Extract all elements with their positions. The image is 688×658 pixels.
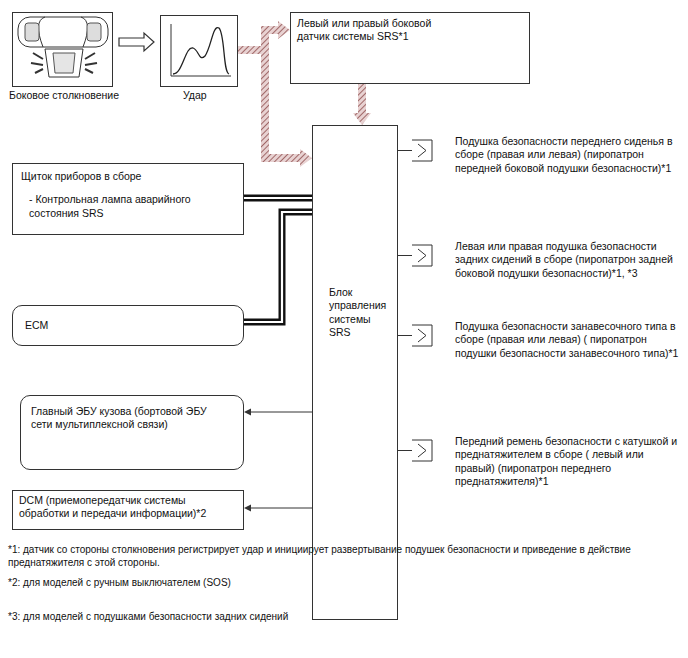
collision-illustration: Боковое столкновение: [12, 12, 113, 87]
connector: [398, 335, 412, 336]
hollow-arrow: [119, 33, 154, 51]
footnote: *2: для моделей с ручным выключателем (S…: [8, 576, 668, 589]
node-text: Левый или правый боковой датчик системы …: [291, 13, 453, 48]
impact-graph: Удар: [160, 15, 238, 87]
node-text: Левая или правая подушка безопасности за…: [455, 240, 682, 280]
wire: [250, 412, 312, 413]
squib-item: Левая или правая подушка безопасности за…: [412, 240, 682, 295]
dcm-box: DCM (приемопередатчик системы обработки …: [12, 490, 244, 530]
footnote: *3: для моделей с подушками безопасности…: [8, 610, 668, 623]
arrow-head: [300, 149, 312, 167]
node-text: Удар: [183, 89, 207, 102]
squib-symbol: [412, 320, 436, 348]
node-text: ECM: [13, 306, 243, 345]
connector: [398, 150, 412, 151]
connector: [244, 409, 312, 416]
wire: [398, 150, 412, 151]
node-text: Передний ремень безопасности с катушкой …: [455, 435, 682, 489]
hatched-arrow: [358, 84, 366, 114]
connector: [244, 212, 312, 322]
node-text: Боковое столкновение: [9, 89, 119, 102]
node-text: Подушка безопасности занавесочного типа …: [455, 320, 682, 360]
arrow-head: [278, 21, 290, 39]
wire: [250, 508, 312, 509]
arrow-head: [244, 505, 251, 512]
bus-line-inner: [244, 212, 312, 322]
connector: [119, 33, 154, 51]
connector: [398, 255, 412, 256]
cluster-box: Щиток приборов в сборе- Контрольная ламп…: [12, 163, 244, 235]
bus-line-inner: [244, 197, 312, 199]
connector: [238, 21, 290, 50]
squib-symbol: [412, 240, 436, 268]
node-text: Щиток приборов в сборе: [13, 164, 239, 183]
wire: [398, 450, 412, 451]
squib-symbol: [412, 435, 436, 463]
node-text: Главный ЭБУ кузова (бортовой ЭБУ сети му…: [21, 396, 221, 441]
wire: [398, 255, 412, 256]
connector: [244, 505, 312, 512]
bus-line: [244, 212, 312, 322]
arrow-head: [353, 113, 371, 125]
car-drawing: [13, 13, 112, 86]
connector: [353, 84, 371, 125]
arrow-head: [244, 409, 251, 416]
impact-curve: [161, 16, 237, 86]
squib-item: Передний ремень безопасности с катушкой …: [412, 435, 682, 490]
squib-symbol: [412, 135, 436, 163]
node-text: Подушка безопасности переднего сиденья в…: [455, 135, 682, 175]
sensor-box: Левый или правый боковой датчик системы …: [290, 12, 530, 84]
node-text: Блок управления системы SRS: [313, 126, 397, 340]
ecm-box: ECM: [12, 305, 244, 346]
wire: [398, 335, 412, 336]
squib-item: Подушка безопасности занавесочного типа …: [412, 320, 682, 375]
node-text: - Контрольная лампа аварийного состояния…: [13, 183, 207, 224]
bus-line: [244, 195, 312, 202]
connector: [398, 450, 412, 451]
node-text: DCM (приемопередатчик системы обработки …: [13, 491, 225, 524]
body-ecu-box: Главный ЭБУ кузова (бортовой ЭБУ сети му…: [20, 395, 244, 470]
footnote: *1: датчик со стороны столкновения регис…: [8, 543, 668, 569]
squib-item: Подушка безопасности переднего сиденья в…: [412, 135, 682, 190]
connector: [244, 198, 312, 199]
